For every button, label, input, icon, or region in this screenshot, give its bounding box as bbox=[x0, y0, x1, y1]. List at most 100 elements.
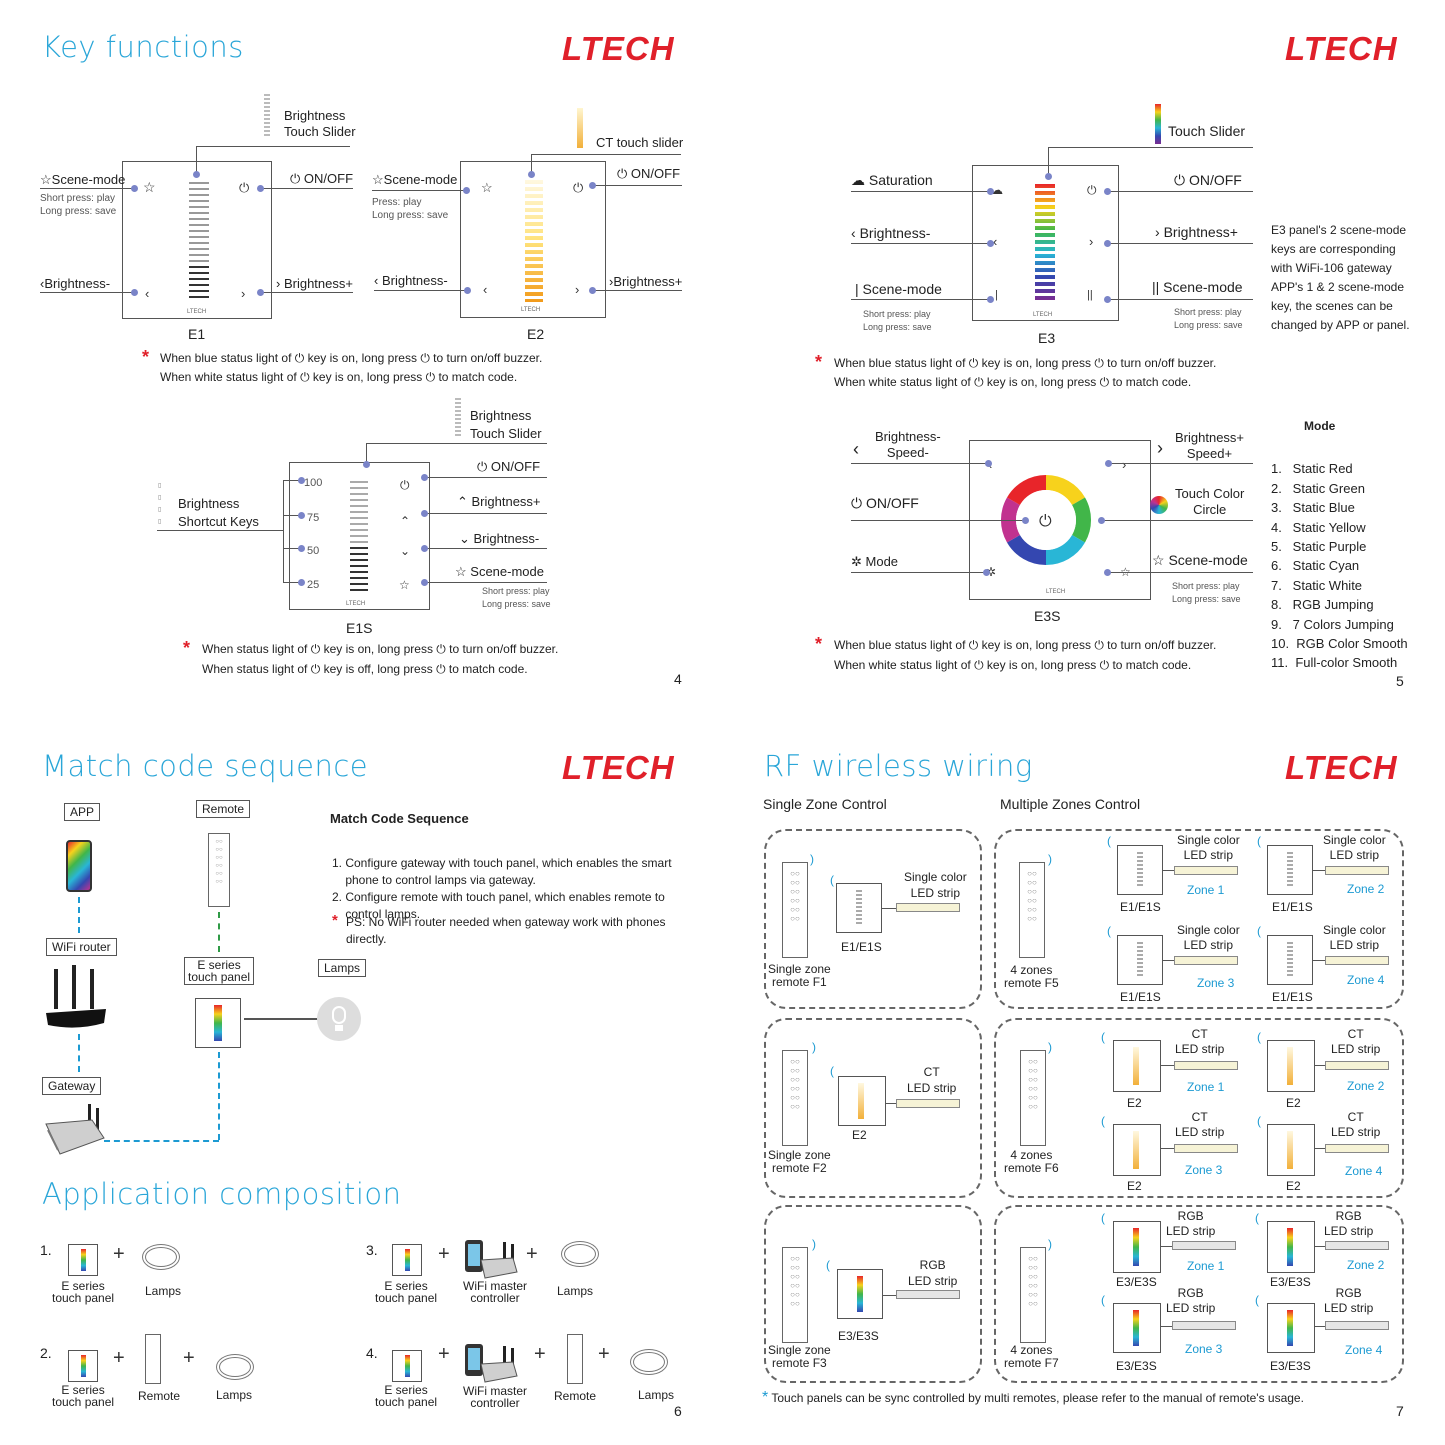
touch-panel-icon bbox=[836, 883, 882, 933]
panel-model-label: E1/E1S bbox=[1272, 900, 1313, 914]
single-zone-heading: Single Zone Control bbox=[763, 796, 887, 812]
svg-text:☁: ☁ bbox=[991, 183, 1003, 197]
gateway-icon bbox=[45, 1104, 105, 1155]
plus-sign: + bbox=[598, 1343, 610, 1365]
e1-slider-label-1: Brightness bbox=[284, 108, 346, 123]
panel-model-label: E3/E3S bbox=[1116, 1359, 1157, 1373]
e3-panel: ☁ ⏻ ‹ › | || LTECH bbox=[972, 165, 1119, 321]
e3-caption: E3 bbox=[1038, 330, 1056, 346]
brand-logo: LTECH bbox=[1285, 749, 1398, 786]
p4-note3: When status light of ⏻ key is on, long p… bbox=[202, 642, 559, 656]
e1s-shortcut-label-2: Shortcut Keys bbox=[178, 514, 259, 529]
lamps-label: Lamps bbox=[318, 959, 367, 977]
application-composition-title: Application composition bbox=[42, 1177, 402, 1211]
page-number-5: 5 bbox=[1396, 673, 1404, 689]
e2-panel-graphic: ☆ ⏻ ‹ › LTECH bbox=[481, 180, 583, 313]
e3-slider-icon bbox=[1155, 104, 1161, 144]
mode-item: 11. Full-color Smooth bbox=[1271, 655, 1398, 671]
sequence-line: control lamps. bbox=[332, 907, 421, 921]
e1s-key-25: 25 bbox=[307, 579, 320, 591]
touch-panel-icon bbox=[1113, 1303, 1161, 1353]
svg-text:LTECH: LTECH bbox=[521, 307, 540, 313]
e1s-slider-label-2: Touch Slider bbox=[470, 426, 542, 441]
lamps-text: Lamps bbox=[638, 1388, 675, 1402]
e3-saturation-label: ☁ Saturation bbox=[851, 172, 933, 188]
eseries-panel-icon bbox=[68, 1244, 98, 1276]
e1-slider-icon bbox=[264, 94, 270, 138]
brand-logo: LTECH bbox=[562, 30, 675, 67]
e1-slider-label-2: Touch Slider bbox=[284, 124, 356, 139]
e3-scene2-label: || Scene-mode bbox=[1152, 279, 1243, 295]
multi-zone-heading: Multiple Zones Control bbox=[1000, 796, 1141, 812]
panel-model-label: E3/E3S bbox=[1116, 1275, 1157, 1289]
panel-model-label: E2 bbox=[1127, 1096, 1142, 1110]
multi-zone-frame bbox=[994, 1205, 1404, 1383]
color-circle-icon bbox=[1150, 496, 1168, 514]
signal-icon: ( bbox=[1255, 1211, 1259, 1225]
svg-text:‹: ‹ bbox=[145, 286, 149, 301]
remote-text: Remote bbox=[554, 1389, 597, 1403]
led-strip-icon bbox=[1325, 956, 1389, 965]
svg-text:LTECH: LTECH bbox=[1033, 312, 1052, 318]
signal-icon: ( bbox=[1101, 1293, 1105, 1307]
page4-title: Key functions bbox=[42, 30, 244, 64]
e1s-shortcut-icon: ▯▯▯▯ bbox=[158, 483, 162, 525]
lamp-icon bbox=[317, 997, 361, 1041]
sequence-line: 2. Configure remote with touch panel, wh… bbox=[332, 890, 665, 904]
signal-icon: ) bbox=[1048, 1237, 1052, 1251]
e1s-key-75: 75 bbox=[307, 512, 320, 524]
signal-icon: ) bbox=[810, 852, 814, 866]
brand-logo: LTECH bbox=[562, 749, 675, 786]
signal-icon: ( bbox=[1257, 1114, 1261, 1128]
mode-item: 9. 7 Colors Jumping bbox=[1271, 616, 1394, 632]
sequence-line: 1. Configure gateway with touch panel, w… bbox=[332, 856, 672, 870]
svg-text:⌄: ⌄ bbox=[400, 544, 410, 558]
plus-sign: + bbox=[113, 1347, 125, 1369]
wifi-controller-icon bbox=[465, 1240, 518, 1279]
led-strip-icon bbox=[1325, 1144, 1389, 1153]
e2-onoff-label: ⏻ ON/OFF bbox=[617, 166, 681, 181]
e1s-scene-label: ☆ Scene-mode bbox=[455, 564, 544, 579]
mode-item: 1. Static Red bbox=[1271, 461, 1353, 477]
single-zone-frame bbox=[764, 1205, 982, 1383]
e2-scene-long: Long press: save bbox=[372, 210, 449, 221]
link-gateway-panel-v bbox=[218, 1052, 220, 1140]
page7-footnote: * Touch panels can be sync controlled by… bbox=[762, 1389, 1304, 1406]
touch-panel-icon bbox=[1267, 1303, 1315, 1353]
led-strip-icon bbox=[1325, 866, 1389, 875]
svg-text:☆: ☆ bbox=[481, 180, 493, 195]
e3-scene2-short: Short press: play bbox=[1174, 307, 1242, 317]
svg-text:LTECH: LTECH bbox=[1046, 589, 1065, 595]
touch-panel-icon bbox=[1113, 1221, 1161, 1273]
e1s-bplus-label: ⌃ Brightness+ bbox=[457, 494, 541, 509]
match-sequence-title: Match Code Sequence bbox=[330, 811, 469, 826]
mode-item: 3. Static Blue bbox=[1271, 500, 1355, 516]
multi-zone-frame bbox=[994, 829, 1404, 1009]
page-number-7: 7 bbox=[1396, 1403, 1404, 1419]
led-strip-icon bbox=[1325, 1241, 1389, 1250]
plus-sign: + bbox=[534, 1343, 546, 1365]
led-strip-icon bbox=[896, 1099, 960, 1108]
e2-panel: ☆ ⏻ ‹ › LTECH bbox=[460, 161, 606, 318]
zone-label: Zone 1 bbox=[1187, 1080, 1225, 1094]
e1s-slider-label: Brightness Touch Slider bbox=[470, 407, 542, 443]
touch-panel-icon bbox=[1267, 845, 1313, 895]
touch-panel-icon bbox=[1267, 1124, 1315, 1176]
mode-item: 2. Static Green bbox=[1271, 480, 1365, 496]
eseries-panel-icon bbox=[195, 998, 241, 1048]
e1-onoff-label: ⏻ ON/OFF bbox=[290, 171, 354, 186]
e1s-panel: ⏻ ⌃ ⌄ ☆ LTECH bbox=[289, 462, 430, 610]
ps-note: PS: No WiFi router needed when gateway w… bbox=[346, 915, 666, 946]
p5-note3: When blue status light of ⏻ key is on, l… bbox=[834, 638, 1217, 652]
e1s-slider-label-1: Brightness bbox=[470, 408, 532, 423]
zone-label: Zone 3 bbox=[1185, 1342, 1223, 1356]
touch-panel-icon bbox=[1267, 935, 1313, 985]
e3-desc-line: keys are corresponding bbox=[1271, 242, 1396, 256]
signal-icon: ) bbox=[1048, 852, 1052, 866]
